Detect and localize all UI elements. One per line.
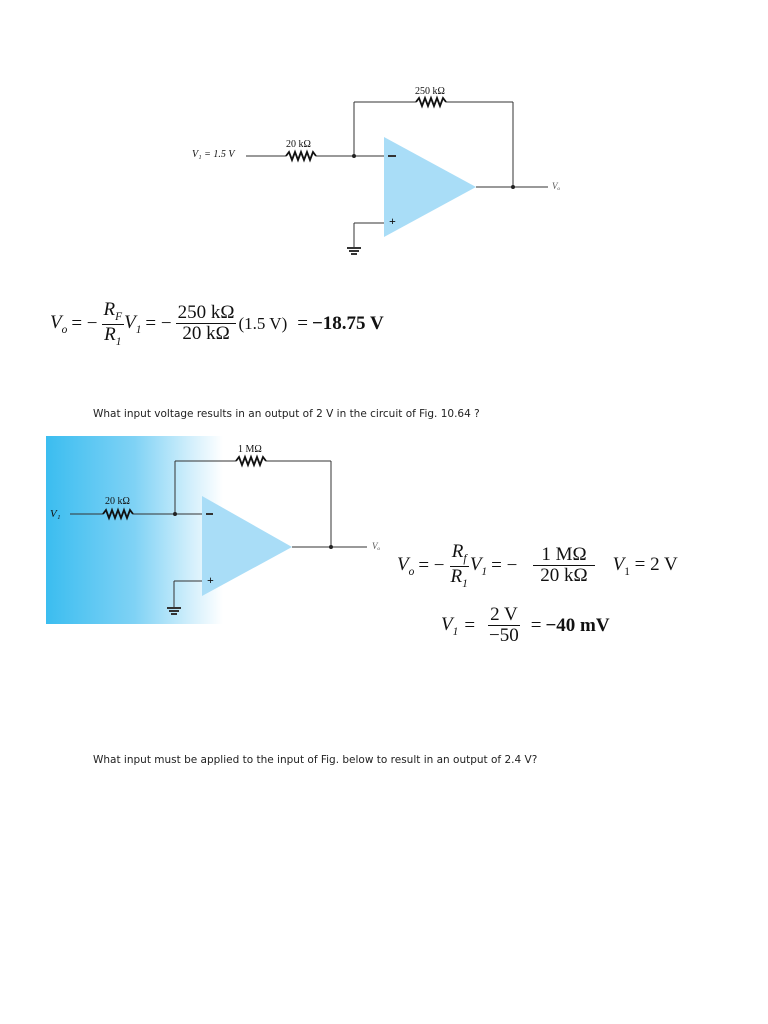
opamp-triangle-icon xyxy=(202,496,292,596)
eq3-result: −40 mV xyxy=(545,614,610,636)
circuit1-rf-label: 250 kΩ xyxy=(415,86,445,97)
circuit2-plus-sign: + xyxy=(207,573,214,587)
equation-3: V1 = 2 V −50 = −40 mV xyxy=(441,604,610,646)
resistor-r1-icon xyxy=(285,149,317,163)
circuit1-output-label: Vₒ xyxy=(552,181,561,191)
eq2-value-fraction: 1 MΩ 20 kΩ xyxy=(533,545,595,587)
circuit1-r1-label: 20 kΩ xyxy=(286,139,311,150)
circuit-diagram-1 xyxy=(246,95,548,255)
circuit1-input-label: V₁ = 1.5 V xyxy=(192,149,235,160)
question-2: What input must be applied to the input … xyxy=(93,754,538,766)
circuit2-input-label: V₁ xyxy=(50,508,61,520)
circuit2-rf-label: 1 MΩ xyxy=(238,444,262,455)
resistor-rf-icon xyxy=(235,454,267,468)
eq2-ratio-fraction: Rf R1 xyxy=(449,541,469,590)
circuit1-plus-sign: + xyxy=(389,214,396,228)
eq1-result: −18.75 V xyxy=(311,313,384,335)
eq3-fraction: 2 V −50 xyxy=(488,604,520,646)
eq1-lhs: Vo xyxy=(50,312,68,336)
equation-1: Vo = − RF R1 V1 = − 250 kΩ 20 kΩ (1.5 V)… xyxy=(50,299,384,348)
circuit2-r1-label: 20 kΩ xyxy=(105,496,130,507)
resistor-r1-icon xyxy=(102,507,134,521)
question-1: What input voltage results in an output … xyxy=(93,408,480,420)
equation-2: Vo = − Rf R1 V1 = − 1 MΩ 20 kΩ V1 = 2 V xyxy=(397,541,678,590)
circuit-diagram-2 xyxy=(70,454,367,615)
circuit2-output-label: Vₒ xyxy=(372,541,381,551)
opamp-triangle-icon xyxy=(384,137,476,237)
eq1-ratio-fraction: RF R1 xyxy=(101,299,125,348)
eq1-value-fraction: 250 kΩ 20 kΩ xyxy=(175,302,237,345)
resistor-rf-icon xyxy=(415,95,447,109)
